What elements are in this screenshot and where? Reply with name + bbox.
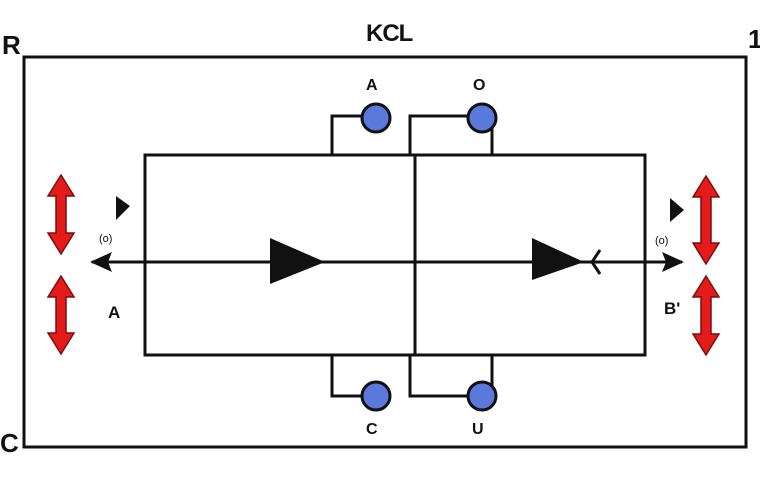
right-red-double-arrow-top xyxy=(691,174,721,266)
corner-label-top-left: R xyxy=(2,30,21,60)
flow-arrow-right xyxy=(532,238,584,280)
left-end-arrowhead xyxy=(90,252,112,272)
corner-label-top-right: 1 xyxy=(748,24,760,54)
node-label-o: O xyxy=(473,77,486,94)
left-red-double-arrow-top xyxy=(46,173,76,256)
node-c xyxy=(360,380,392,412)
wire-node-u xyxy=(408,355,468,398)
node-label-a: A xyxy=(366,77,378,94)
right-red-double-arrow-bottom xyxy=(691,274,721,357)
side-label-right: B' xyxy=(664,299,681,318)
node-u xyxy=(466,380,498,412)
left-red-double-arrow-bottom xyxy=(46,274,76,356)
right-flag-mark xyxy=(670,198,684,222)
flow-arrow-left xyxy=(270,238,325,284)
small-mark-left: (o) xyxy=(99,233,113,245)
corner-label-bottom-left: C xyxy=(0,428,19,458)
right-end-arrowhead xyxy=(662,252,684,272)
right-chevron xyxy=(590,249,602,275)
wire-node-c xyxy=(330,355,362,398)
left-flag-mark xyxy=(116,196,130,220)
side-label-left: A xyxy=(108,303,121,322)
wire-node-o xyxy=(408,114,468,155)
node-a xyxy=(360,102,392,134)
node-label-u: U xyxy=(472,421,484,438)
node-label-c: C xyxy=(366,421,378,438)
right-block xyxy=(413,153,647,357)
diagram-title: KCL xyxy=(366,20,413,47)
wire-node-a xyxy=(330,114,362,155)
small-mark-right: (o) xyxy=(655,235,669,247)
node-o xyxy=(466,102,498,134)
outer-frame xyxy=(22,55,748,449)
